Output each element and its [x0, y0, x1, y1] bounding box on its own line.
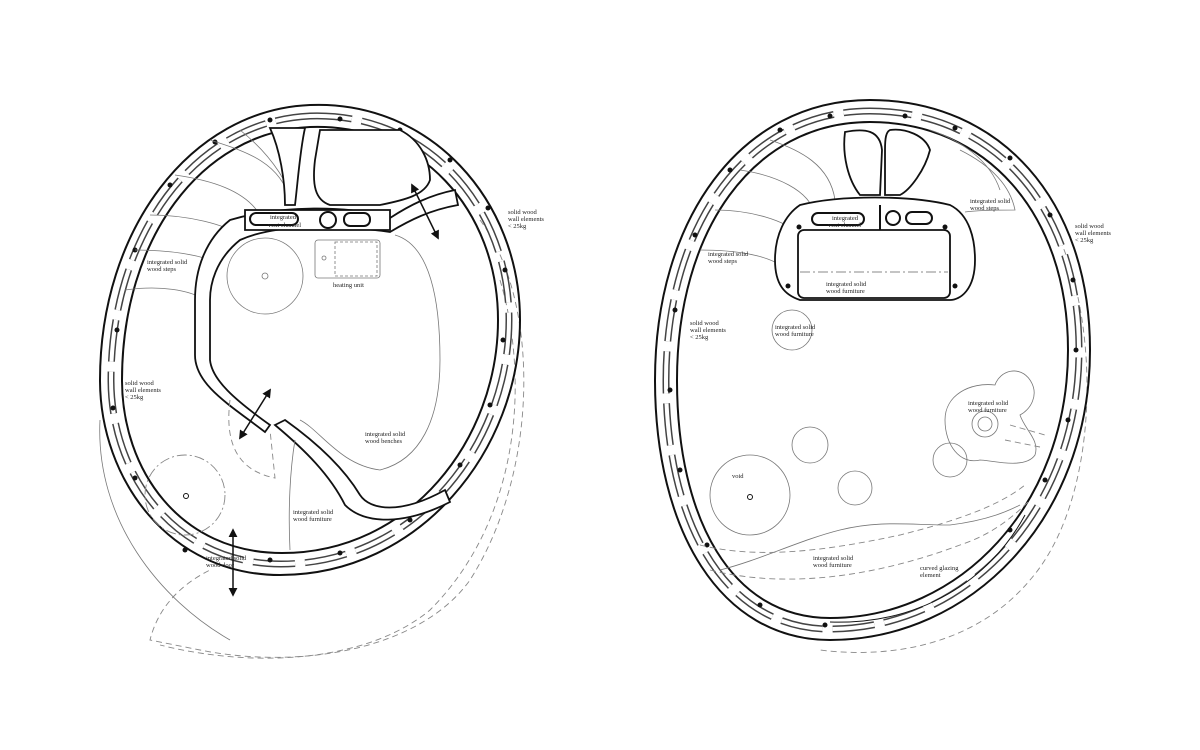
inner-core-wall [194, 188, 460, 434]
vent-slot-2 [343, 212, 371, 227]
label-steps-left-1: integrated solid [708, 251, 749, 258]
lower-inner-wall [273, 418, 452, 521]
label-void: void [732, 473, 744, 480]
label-benches-2: wood benches [365, 438, 402, 445]
void-circle [709, 454, 791, 536]
label-wall-right-2: wall elements [508, 216, 544, 223]
outer-wall [653, 98, 1092, 642]
label-benches-1: integrated solid [365, 431, 406, 438]
bench-outline [299, 234, 441, 471]
round-furniture [771, 309, 813, 351]
label-vent-channel-1: integrated [832, 215, 859, 222]
label-door-2: wood door [206, 562, 235, 569]
upper-blocks [843, 128, 931, 196]
roof-outline-2 [159, 279, 516, 659]
upper-floor-plan: integrated vent channel integrated solid… [653, 98, 1111, 653]
vent-round [319, 211, 337, 229]
label-furniture-top-1: integrated solid [826, 281, 867, 288]
label-glazing-2: element [920, 572, 941, 579]
stool-1 [791, 426, 829, 464]
label-steps-right-2: wood steps [970, 205, 1000, 212]
furniture-outline [288, 439, 296, 551]
label-vent-channel-2: vent channel [828, 222, 861, 229]
label-furniture-round-2: wood furniture [775, 331, 814, 338]
vent-slot-2 [905, 211, 933, 225]
round-table [226, 237, 304, 315]
ground-floor-plan: integrated vent channel heating unit int… [98, 103, 544, 659]
label-furniture-round-1: integrated solid [775, 324, 816, 331]
label-steps-1: integrated solid [147, 259, 188, 266]
stool-3 [932, 442, 968, 478]
outer-glazing-line [99, 419, 231, 641]
label-door-1: integrated solid [206, 555, 247, 562]
label-glazing-1: curved glazing [920, 565, 959, 572]
label-furniture-right-2: wood furniture [968, 407, 1007, 414]
label-wall-left-2: wall elements [690, 327, 726, 334]
label-wall-right-3: < 25kg [508, 223, 527, 230]
label-wall-left-1: solid wood [125, 380, 154, 387]
label-wall-right-1: solid wood [508, 209, 537, 216]
label-wall-left-1: solid wood [690, 320, 719, 327]
label-furniture-bottom-1: integrated solid [813, 555, 854, 562]
glazing-dash-1 [699, 484, 1026, 553]
vent-channel-slot [249, 212, 299, 226]
right-furniture [944, 370, 1037, 464]
label-vent-channel-2: vent channel [268, 222, 301, 229]
stool-2 [837, 470, 873, 506]
furniture-box [797, 229, 951, 299]
label-wall-right-3: < 25kg [1075, 237, 1094, 244]
vent-channel-slot [811, 212, 865, 226]
label-furniture-right-1: integrated solid [968, 400, 1009, 407]
opening-arrow-2 [239, 388, 271, 440]
label-vent-channel-1: integrated [270, 214, 297, 221]
wall-joint-dots [667, 113, 1079, 628]
heating-unit-stones [334, 241, 378, 277]
vent-round [885, 210, 901, 226]
label-heating-unit: heating unit [333, 282, 364, 289]
glazing-dash-2 [709, 499, 1031, 580]
label-steps-2: wood steps [147, 266, 177, 273]
roof-outline [819, 239, 1088, 653]
wall-joint-dots [110, 116, 508, 563]
door-swing [228, 399, 276, 479]
upper-left-partition [268, 127, 307, 206]
curved-glazing [829, 514, 1026, 623]
void-circle [144, 454, 226, 536]
heating-unit [314, 239, 381, 279]
label-steps-right-1: integrated solid [970, 198, 1011, 205]
label-furniture-bottom-2: wood furniture [813, 562, 852, 569]
outer-wall [98, 103, 522, 577]
label-wall-left-2: wall elements [125, 387, 161, 394]
label-wall-left-3: < 25kg [690, 334, 709, 341]
bottom-furniture [719, 504, 1021, 571]
inner-wall [675, 120, 1070, 620]
label-steps-left-2: wood steps [708, 258, 738, 265]
roof-outline [149, 219, 525, 658]
opening-arrow-1 [411, 183, 439, 240]
label-furniture-1: integrated solid [293, 509, 334, 516]
label-wall-right-2: wall elements [1075, 230, 1111, 237]
label-furniture-top-2: wood furniture [826, 288, 865, 295]
label-wall-right-1: solid wood [1075, 223, 1104, 230]
label-furniture-2: wood furniture [293, 516, 332, 523]
label-wall-left-3: < 25kg [125, 394, 144, 401]
upper-room [313, 129, 431, 206]
